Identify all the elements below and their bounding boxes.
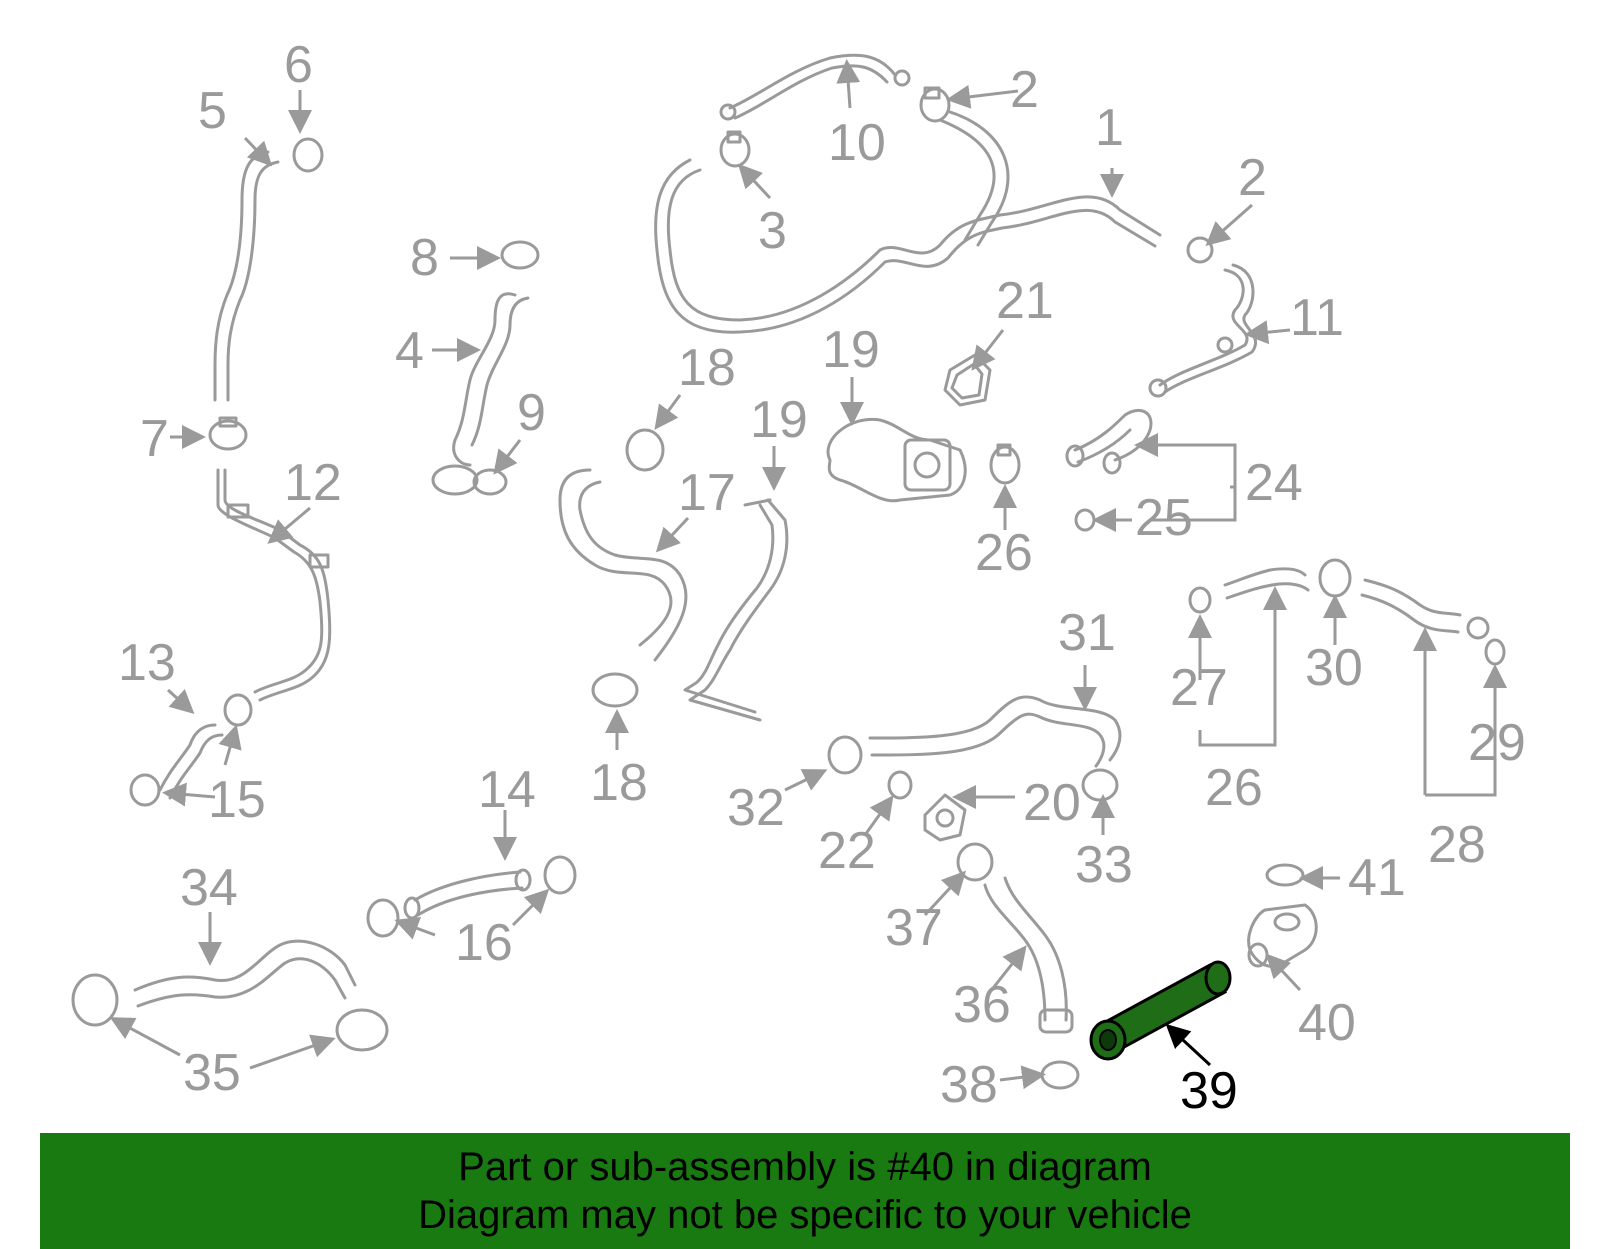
clamp-2-right xyxy=(1186,236,1214,264)
callout-33: 32 xyxy=(727,779,785,837)
banner-line-1: Part or sub-assembly is #40 in diagram xyxy=(458,1145,1152,1189)
clamp-18-bottom xyxy=(591,672,639,708)
leader-lines xyxy=(109,59,1507,1090)
callout-34: 33 xyxy=(1075,836,1133,894)
banner-line-2: Diagram may not be specific to your vehi… xyxy=(418,1193,1192,1237)
hose-5 xyxy=(213,150,280,402)
o-ring-25 xyxy=(1074,508,1096,532)
clamp-3 xyxy=(719,130,751,168)
clamp-39 xyxy=(1040,1060,1080,1090)
pipe-19 xyxy=(683,498,789,722)
gasket-22 xyxy=(943,353,992,407)
o-ring-23 xyxy=(887,770,913,800)
hose-29 xyxy=(1360,578,1490,640)
gasket-42 xyxy=(1265,863,1305,887)
clamp-34 xyxy=(1081,768,1119,802)
clamp-36-a xyxy=(71,973,119,1027)
clamp-7 xyxy=(208,416,248,451)
callout-9: 9 xyxy=(517,384,546,442)
callout-20: 19 xyxy=(822,321,880,379)
callout-14: 14 xyxy=(478,761,536,819)
hose-35 xyxy=(133,939,357,1008)
pipe-40-highlighted xyxy=(1089,960,1232,1061)
housing-20 xyxy=(826,417,967,503)
callout-5: 5 xyxy=(198,82,227,140)
hose-27 xyxy=(1223,567,1310,600)
callout-30: 29 xyxy=(1468,714,1526,772)
callout-4: 4 xyxy=(395,322,424,380)
clamp-26 xyxy=(989,443,1021,485)
clamp-36-b xyxy=(335,1008,389,1052)
callout-7: 7 xyxy=(140,410,169,468)
hose-32 xyxy=(868,695,1122,768)
callout-23: 22 xyxy=(818,822,876,880)
callout-35: 34 xyxy=(180,859,238,917)
callout-1: 1 xyxy=(1095,99,1124,157)
callout-16: 16 xyxy=(455,914,513,972)
callout-26: 26 xyxy=(975,524,1033,582)
callout-22: 21 xyxy=(996,272,1054,330)
callout-31: 30 xyxy=(1305,639,1363,697)
pipe-10 xyxy=(719,53,911,121)
callout-41: 40 xyxy=(1298,994,1356,1052)
callout-2-top: 2 xyxy=(1010,61,1039,119)
callout-21: 20 xyxy=(1023,774,1081,832)
clamp-2-top xyxy=(919,86,951,123)
pipe-12 xyxy=(216,468,332,702)
hose-4 xyxy=(452,292,530,467)
callout-13: 13 xyxy=(118,634,176,692)
fitting-21 xyxy=(923,793,967,842)
hose-1 xyxy=(654,110,1162,334)
callout-29: 28 xyxy=(1428,816,1486,874)
clamp-16-b xyxy=(543,855,577,895)
callout-40: 39 xyxy=(1180,1062,1238,1120)
callout-18-top: 18 xyxy=(678,339,736,397)
callout-37: 36 xyxy=(953,976,1011,1034)
callout-28: 27 xyxy=(1170,659,1228,717)
callout-19: 19 xyxy=(750,391,808,449)
callout-25: 25 xyxy=(1135,489,1193,547)
callout-17: 17 xyxy=(678,464,736,522)
callout-12: 12 xyxy=(284,454,342,512)
o-ring-30 xyxy=(1484,638,1506,666)
clamp-15-b xyxy=(129,773,161,807)
callout-2-right: 2 xyxy=(1238,149,1267,207)
callout-42: 41 xyxy=(1348,849,1406,907)
clamp-6 xyxy=(292,137,324,173)
callout-labels: 2 2 1 3 10 11 21 19 24 25 26 5 6 7 8 4 9… xyxy=(118,36,1526,1120)
callout-8: 8 xyxy=(410,229,439,287)
callout-39: 38 xyxy=(940,1056,998,1114)
clamp-15-a xyxy=(223,693,253,727)
clamp-31 xyxy=(1318,558,1352,598)
clamp-8 xyxy=(500,240,540,270)
hose-17 xyxy=(558,468,688,662)
clamp-9 xyxy=(431,464,508,496)
callout-36: 35 xyxy=(183,1044,241,1102)
clamp-16-a xyxy=(366,898,400,938)
clamp-38 xyxy=(956,842,994,882)
clamp-33 xyxy=(827,735,863,775)
pipe-11 xyxy=(1148,263,1257,398)
hose-14 xyxy=(403,868,532,920)
info-banner: Part or sub-assembly is #40 in diagram D… xyxy=(40,1133,1570,1249)
housing-41 xyxy=(1247,903,1318,968)
callout-6: 6 xyxy=(284,36,313,94)
callout-3: 3 xyxy=(758,202,787,260)
callout-24: 24 xyxy=(1245,454,1303,512)
callout-10: 10 xyxy=(828,114,886,172)
o-ring-28 xyxy=(1188,586,1212,614)
clamp-18-top xyxy=(625,428,665,472)
callout-27: 26 xyxy=(1205,759,1263,817)
callout-15: 15 xyxy=(208,771,266,829)
callout-32: 31 xyxy=(1058,604,1116,662)
callout-18-bottom: 18 xyxy=(590,754,648,812)
callout-38: 37 xyxy=(885,899,943,957)
hose-24 xyxy=(1065,409,1153,475)
hose-37 xyxy=(983,876,1074,1034)
callout-11: 11 xyxy=(1290,289,1344,347)
